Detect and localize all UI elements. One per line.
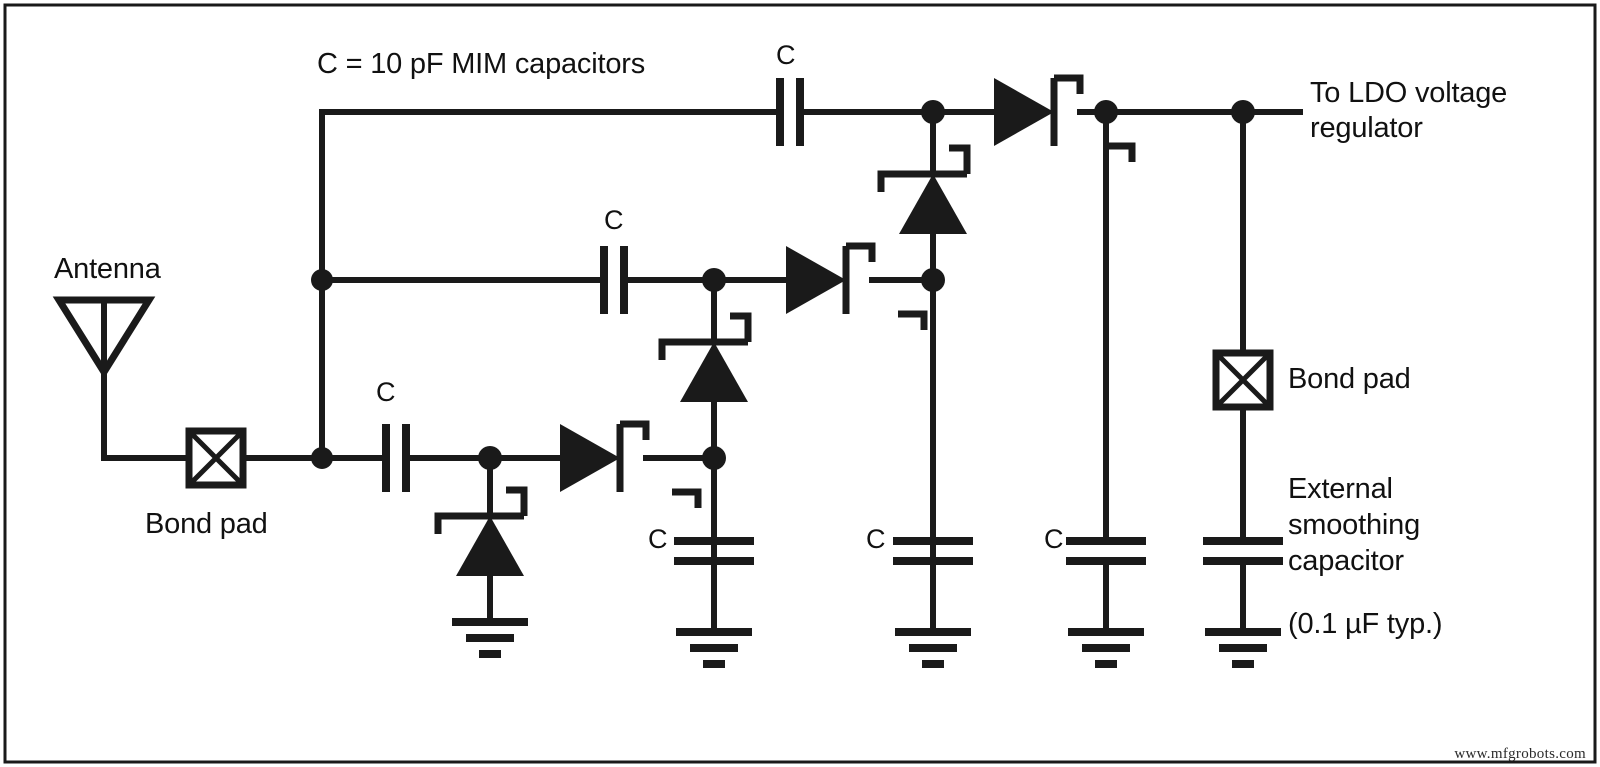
schottky-diode-vertical-stage2 bbox=[662, 316, 748, 402]
wire-antenna-to-input bbox=[101, 369, 191, 461]
capacitor-stage3-series bbox=[780, 78, 800, 146]
external-cap-label-line3: capacitor bbox=[1288, 545, 1404, 577]
figure-border bbox=[3, 3, 1597, 764]
ground-symbol-shunt3 bbox=[1068, 632, 1144, 664]
capacitor-ref-c-stage2-series: C bbox=[604, 205, 624, 235]
external-cap-label-line4: (0.1 µF typ.) bbox=[1288, 608, 1443, 640]
bond-pad-input-symbol bbox=[189, 431, 243, 485]
ground-symbol-shunt1 bbox=[676, 632, 752, 664]
bond-pad-input-label: Bond pad bbox=[145, 508, 268, 540]
capacitor-note-label: C = 10 pF MIM capacitors bbox=[317, 48, 646, 80]
output-label-line2: regulator bbox=[1310, 112, 1423, 144]
output-label-line1: To LDO voltage bbox=[1310, 77, 1508, 109]
schottky-diode-vertical-stage1 bbox=[438, 490, 524, 576]
capacitor-stage1-series bbox=[386, 424, 406, 492]
watermark: www.mfgrobots.com bbox=[1454, 746, 1586, 762]
antenna-label: Antenna bbox=[54, 253, 161, 285]
external-cap-label-line1: External bbox=[1288, 473, 1393, 505]
antenna-symbol bbox=[59, 300, 149, 372]
capacitor-ref-c-stage2-shunt: C bbox=[866, 524, 886, 554]
bond-pad-output-label: Bond pad bbox=[1288, 363, 1411, 395]
ground-symbol-external bbox=[1205, 632, 1281, 664]
capacitor-ref-c-stage1-shunt: C bbox=[648, 524, 668, 554]
capacitor-stage2-series bbox=[604, 246, 624, 314]
schottky-diode-mid-series bbox=[786, 246, 924, 330]
bond-pad-output-symbol bbox=[1216, 353, 1270, 407]
capacitor-ref-c-stage1-series: C bbox=[376, 377, 396, 407]
ground-symbol-stage1-diode bbox=[452, 622, 528, 654]
schottky-diode-vertical-stage3 bbox=[881, 148, 967, 234]
ground-symbol-shunt2 bbox=[895, 632, 971, 664]
external-cap-label-line2: smoothing bbox=[1288, 509, 1420, 541]
schottky-diode-bot-series bbox=[560, 424, 698, 508]
capacitor-ref-c-stage3-series: C bbox=[776, 40, 796, 70]
capacitor-ref-c-stage3-shunt: C bbox=[1044, 524, 1064, 554]
